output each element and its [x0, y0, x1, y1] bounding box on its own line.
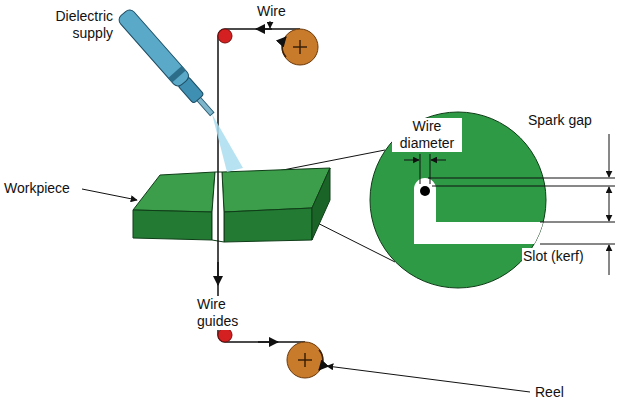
- workpiece-top: [133, 172, 215, 212]
- dimension-line: [420, 154, 421, 184]
- wire-guide: [218, 29, 232, 43]
- wire-guide: [218, 328, 232, 342]
- dimension-arrow: [609, 245, 610, 275]
- dimension-arrow: [404, 160, 419, 161]
- part-label: Wire guides: [196, 296, 250, 330]
- zoom-detail: [370, 112, 615, 288]
- nozzle-body: [117, 8, 191, 89]
- reel: [282, 29, 318, 65]
- part-label: Dielectric supply: [38, 8, 114, 42]
- part-label: Wire diameter: [392, 118, 462, 152]
- dielectric-spray: [212, 114, 243, 172]
- dimension-arrow: [609, 187, 610, 204]
- reel-disc: [287, 342, 323, 378]
- zoom-circle: [370, 112, 546, 288]
- dielectric-nozzle: [117, 8, 219, 120]
- dimension-arrow: [609, 134, 610, 177]
- dimension-line: [540, 244, 615, 245]
- leader-arrow: [82, 189, 137, 200]
- reel-rotation: [319, 350, 323, 370]
- workpiece-front: [224, 208, 312, 242]
- workpiece-front: [133, 210, 212, 240]
- part-label: Slot (kerf): [522, 248, 585, 265]
- wire-direction-arrow: [217, 262, 219, 285]
- dimension-arrow: [609, 204, 610, 221]
- reel-rotation: [282, 37, 286, 57]
- workpiece-block: [133, 168, 330, 242]
- dimension-line: [428, 178, 615, 179]
- part-label: Workpiece: [3, 180, 71, 197]
- reel-cross: [304, 353, 306, 367]
- dimension-line: [540, 222, 615, 223]
- wire-section: [420, 186, 430, 196]
- part-label: Reel: [534, 384, 565, 401]
- reel: [287, 342, 323, 378]
- dimension-line: [430, 154, 431, 184]
- dimension-line: [432, 186, 615, 187]
- kerf-slot: [414, 178, 560, 244]
- leader-arrow: [327, 366, 530, 392]
- part-label: Wire: [256, 3, 287, 20]
- nozzle-band: [168, 66, 185, 82]
- leader-arrow: [270, 21, 271, 28]
- reel-cross: [299, 40, 301, 54]
- workpiece-side: [312, 168, 330, 240]
- dimension-arrow: [431, 160, 446, 161]
- reel-disc: [282, 29, 318, 65]
- wire-direction-arrow: [256, 28, 272, 30]
- wire-direction-arrow: [258, 341, 278, 343]
- part-label: Spark gap: [527, 112, 593, 129]
